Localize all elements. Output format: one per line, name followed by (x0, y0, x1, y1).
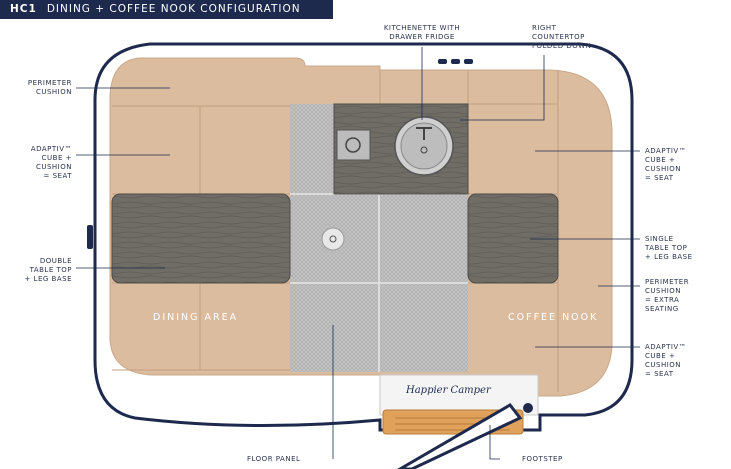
floor-drain-icon (321, 227, 345, 251)
label-kitchenette: KITCHENETTE WITH DRAWER FRIDGE (383, 24, 461, 41)
header-title: DINING + COFFEE NOOK CONFIGURATION (46, 3, 301, 15)
label-adaptiv-right-bottom: ADAPTIV™ CUBE + CUSHION = SEAT (645, 343, 687, 378)
single-table-top (467, 193, 559, 284)
header-bar: HC1 DINING + COFFEE NOOK CONFIGURATION (0, 0, 333, 19)
label-right-countertop: RIGHT COUNTERTOP FOLDED DOWN (532, 24, 592, 50)
label-perimeter-cushion-left: PERIMETER CUSHION (27, 79, 72, 96)
roof-vent-1 (438, 59, 447, 64)
hitch-handle (87, 225, 93, 249)
header-code: HC1 (10, 3, 37, 15)
door-hinge (523, 403, 533, 413)
label-perimeter-extra: PERIMETER CUSHION = EXTRA SEATING (645, 278, 690, 313)
label-double-table: DOUBLE TABLE TOP + LEG BASE (24, 257, 72, 283)
label-floor-panel: FLOOR PANEL (247, 455, 301, 463)
roof-vent-3 (464, 59, 473, 64)
label-footstep: FOOTSTEP (522, 455, 563, 463)
area-label-dining: DINING AREA (153, 312, 239, 323)
label-adaptiv-left: ADAPTIV™ CUBE + CUSHION = SEAT (30, 145, 72, 180)
stove-icon (336, 129, 371, 161)
roof-vent-2 (451, 59, 460, 64)
brand-logo-text: Happier Camper (406, 385, 491, 396)
leader-lines (76, 47, 640, 460)
area-label-coffee: COFFEE NOOK (508, 312, 599, 323)
faucet-icon (416, 127, 432, 140)
double-table-top (111, 193, 291, 284)
door-swing (397, 403, 523, 469)
label-single-table: SINGLE TABLE TOP + LEG BASE (645, 235, 693, 261)
label-adaptiv-right-top: ADAPTIV™ CUBE + CUSHION = SEAT (645, 147, 687, 182)
